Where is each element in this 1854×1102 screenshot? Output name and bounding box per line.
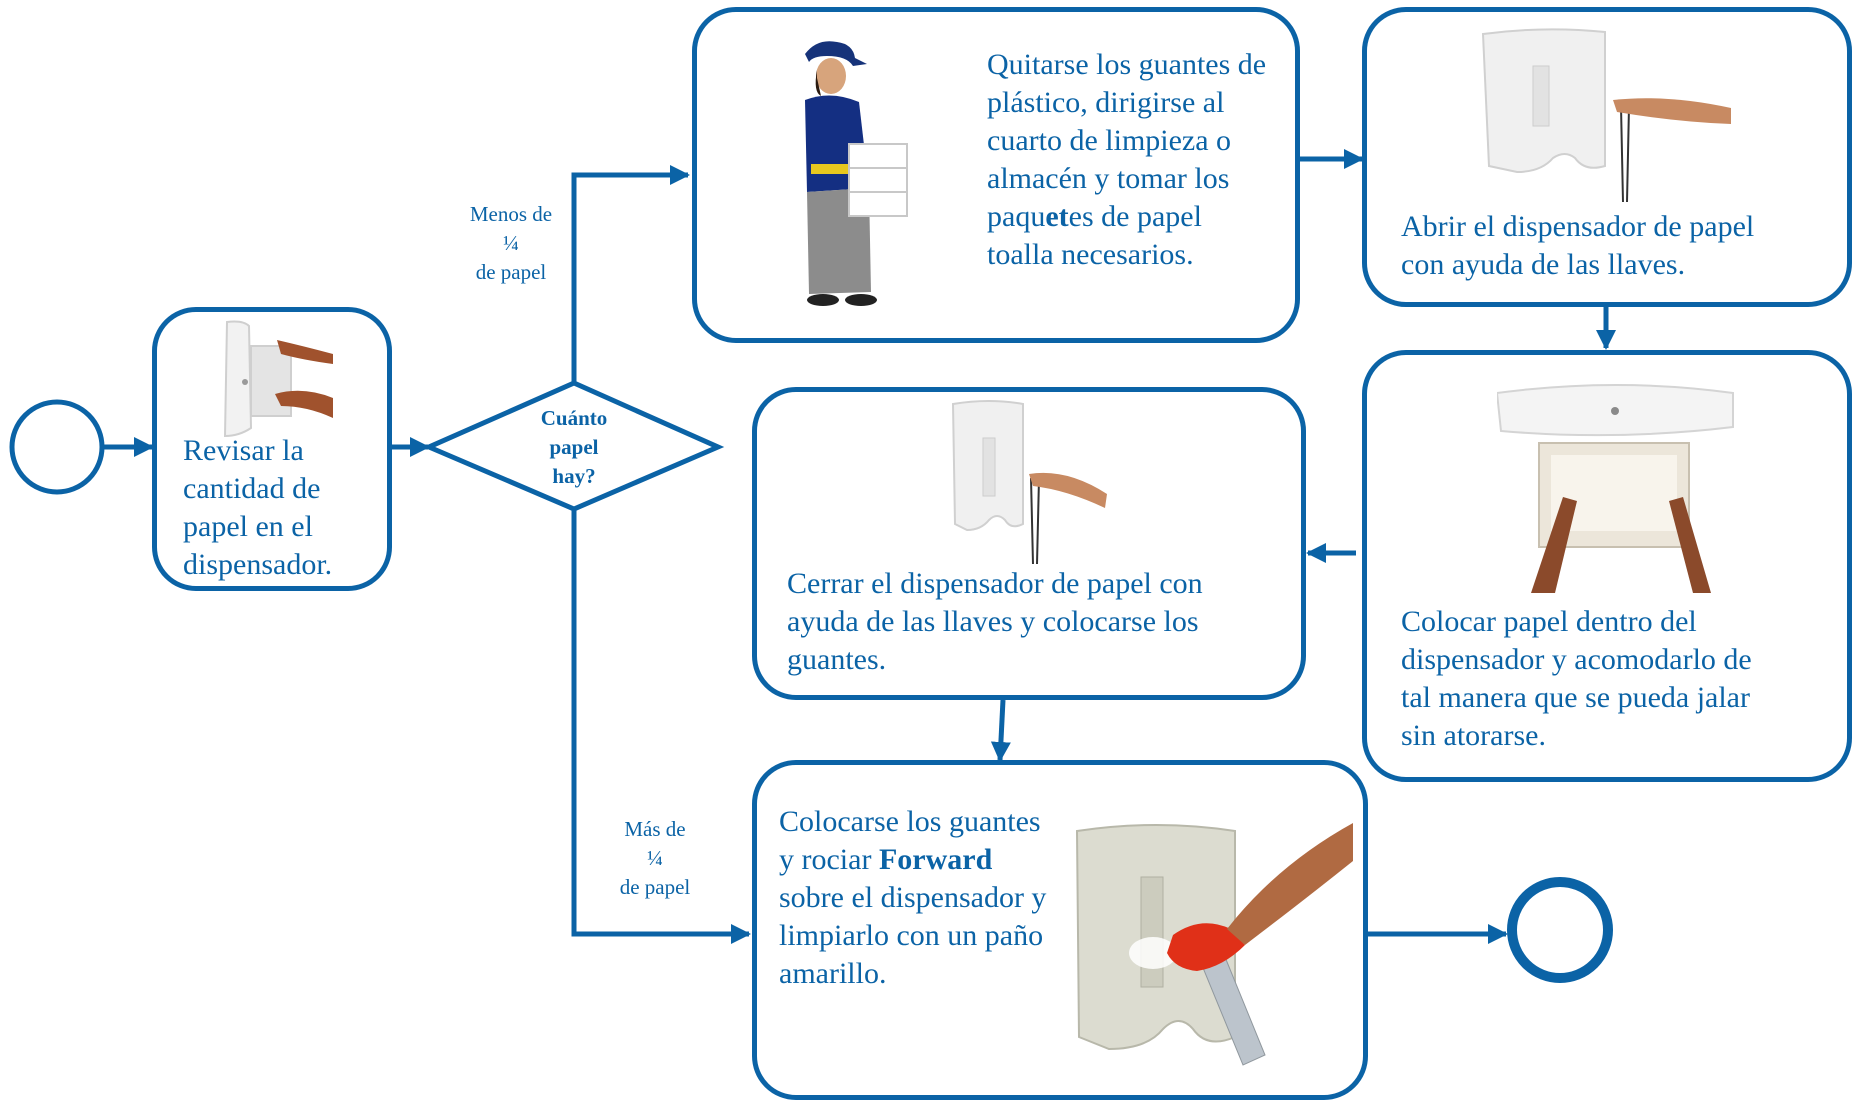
- arrow-decision-to-fetch: [571, 165, 690, 383]
- end-node: [1507, 877, 1613, 983]
- step-close-box: Cerrar el dispensador de papel con ayuda…: [752, 387, 1306, 700]
- step-open-box: Abrir el dispensador de papel con ayuda …: [1362, 7, 1852, 307]
- worker-carrying-paper-photo: [805, 41, 908, 306]
- step-fetch-box: Quitarse los guantes de plástico, dirigi…: [692, 7, 1300, 343]
- step-fetch-text: Quitarse los guantes de plástico, dirigi…: [987, 48, 1267, 271]
- dispenser-keys-photo: [1481, 28, 1731, 203]
- step-clean-box: Colocarse los guantes y rociar Forward s…: [752, 760, 1368, 1100]
- step-review-box: Revisar la cantidad de papel en el dispe…: [152, 307, 392, 591]
- step-place-box: Colocar papel dentro del dispensador y a…: [1362, 350, 1852, 782]
- step-clean-text: Colocarse los guantes y rociar Forward s…: [779, 805, 1047, 990]
- arrow-decision-to-clean: [571, 509, 751, 944]
- dispenser-open-photo: [223, 320, 333, 438]
- branch-label-more: Más de ¼ de papel: [619, 817, 691, 899]
- step-close-text: Cerrar el dispensador de papel con ayuda…: [787, 567, 1203, 676]
- step-place-text: Colocar papel dentro del dispensador y a…: [1401, 605, 1752, 752]
- dispenser-cleaning-photo: [1075, 823, 1353, 1066]
- branch-label-less: Menos de ¼ de papel: [469, 202, 553, 284]
- decision-text: Cuánto papel hay?: [540, 406, 608, 488]
- step-review-text: Revisar la cantidad de papel en el dispe…: [183, 434, 333, 581]
- start-node: [9, 399, 105, 495]
- dispenser-closing-photo: [951, 400, 1107, 565]
- step-open-text: Abrir el dispensador de papel con ayuda …: [1401, 210, 1755, 281]
- dispenser-loading-paper-photo: [1497, 384, 1734, 593]
- arrow-close-to-clean: [990, 699, 1011, 762]
